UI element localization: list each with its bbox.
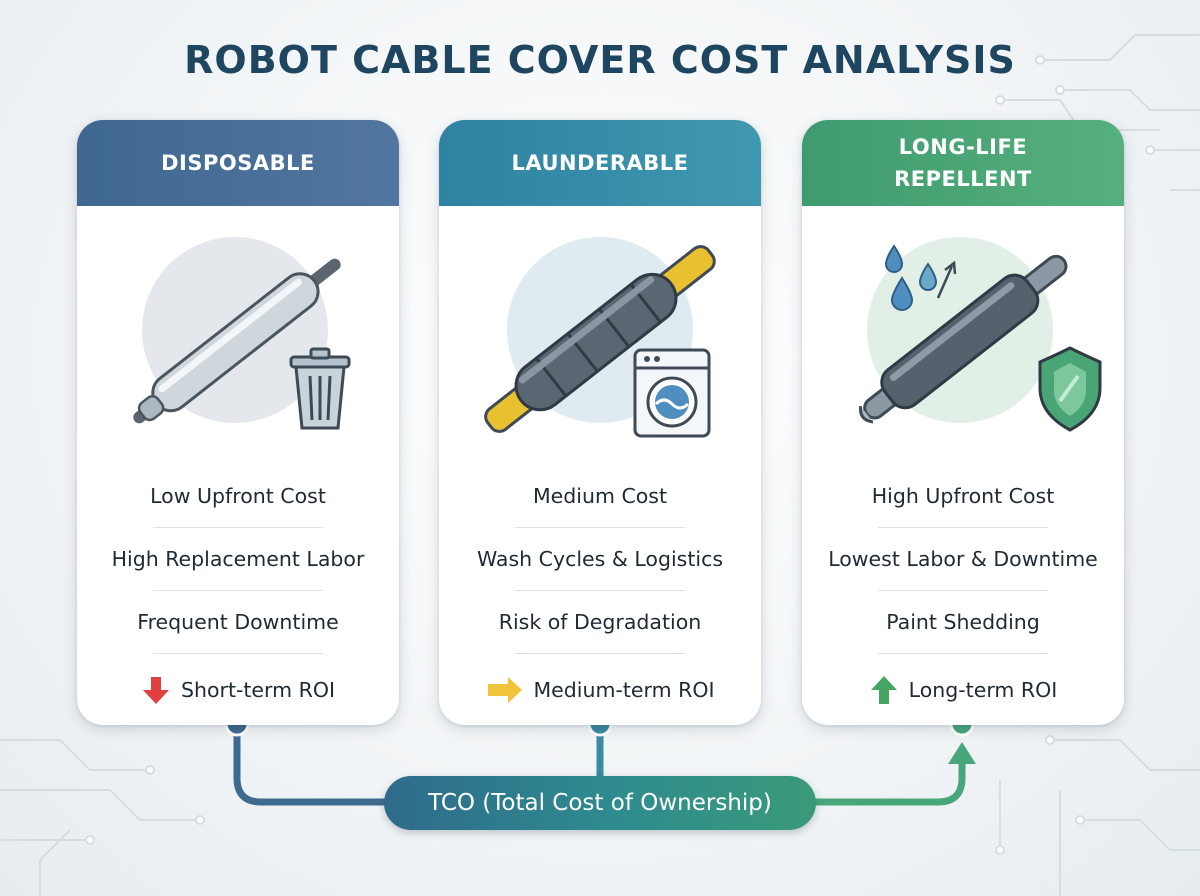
card-header-long-life-repellent: LONG-LIFE REPELLENT xyxy=(802,120,1124,206)
card-long-life-repellent: LONG-LIFE REPELLENT High Upfront Cost Lo… xyxy=(802,120,1124,725)
feature-item: Medium Cost xyxy=(532,484,668,508)
card-header-disposable: DISPOSABLE xyxy=(77,120,399,206)
card-header-launderable: LAUNDERABLE xyxy=(439,120,761,206)
feature-item: Risk of Degradation xyxy=(498,610,702,634)
roi-label: Long-term ROI xyxy=(908,678,1058,702)
feature-item: Lowest Labor & Downtime xyxy=(828,547,1098,571)
tco-label: TCO (Total Cost of Ownership) xyxy=(428,790,772,816)
roi-label: Short-term ROI xyxy=(180,678,336,702)
card-title-line: DISPOSABLE xyxy=(161,151,315,175)
down-arrow-icon xyxy=(142,677,169,704)
divider xyxy=(878,527,1048,528)
divider xyxy=(515,653,685,654)
washing-machine-icon xyxy=(633,348,711,438)
up-arrow-icon xyxy=(870,676,897,704)
shield-icon xyxy=(1038,346,1102,432)
cable-with-washing-machine-icon xyxy=(484,237,716,438)
right-arrow-icon xyxy=(487,677,522,703)
divider xyxy=(515,527,685,528)
divider xyxy=(153,653,323,654)
trash-can-icon xyxy=(289,347,351,430)
cable-with-water-drops-and-shield-icon xyxy=(858,237,1102,432)
cable-with-trash-can-icon xyxy=(133,237,351,430)
card-launderable: LAUNDERABLE Medium Cost Wash Cycles & Lo… xyxy=(439,120,761,725)
feature-item: High Replacement Labor xyxy=(111,547,365,571)
roi-item: Short-term ROI xyxy=(77,654,399,725)
feature-item: Wash Cycles & Logistics xyxy=(476,547,724,571)
water-drops-icon xyxy=(884,244,957,311)
divider xyxy=(153,527,323,528)
card-title-line: REPELLENT xyxy=(894,167,1032,191)
roi-item: Medium-term ROI xyxy=(439,654,761,725)
divider xyxy=(878,653,1048,654)
page-title: ROBOT CABLE COVER COST ANALYSIS xyxy=(184,38,1016,82)
card-title-line: LONG-LIFE xyxy=(898,135,1028,159)
divider xyxy=(515,590,685,591)
feature-item: Frequent Downtime xyxy=(137,610,339,634)
roi-item: Long-term ROI xyxy=(802,654,1124,725)
divider xyxy=(878,590,1048,591)
feature-item: Paint Shedding xyxy=(886,610,1040,634)
roi-label: Medium-term ROI xyxy=(533,678,715,702)
card-title-line: LAUNDERABLE xyxy=(511,151,689,175)
tco-label-pill: TCO (Total Cost of Ownership) xyxy=(384,776,816,830)
feature-item: Low Upfront Cost xyxy=(150,484,326,508)
card-disposable: DISPOSABLE Low Upfront Cost High Replace… xyxy=(77,120,399,725)
feature-item: High Upfront Cost xyxy=(871,484,1055,508)
divider xyxy=(153,590,323,591)
